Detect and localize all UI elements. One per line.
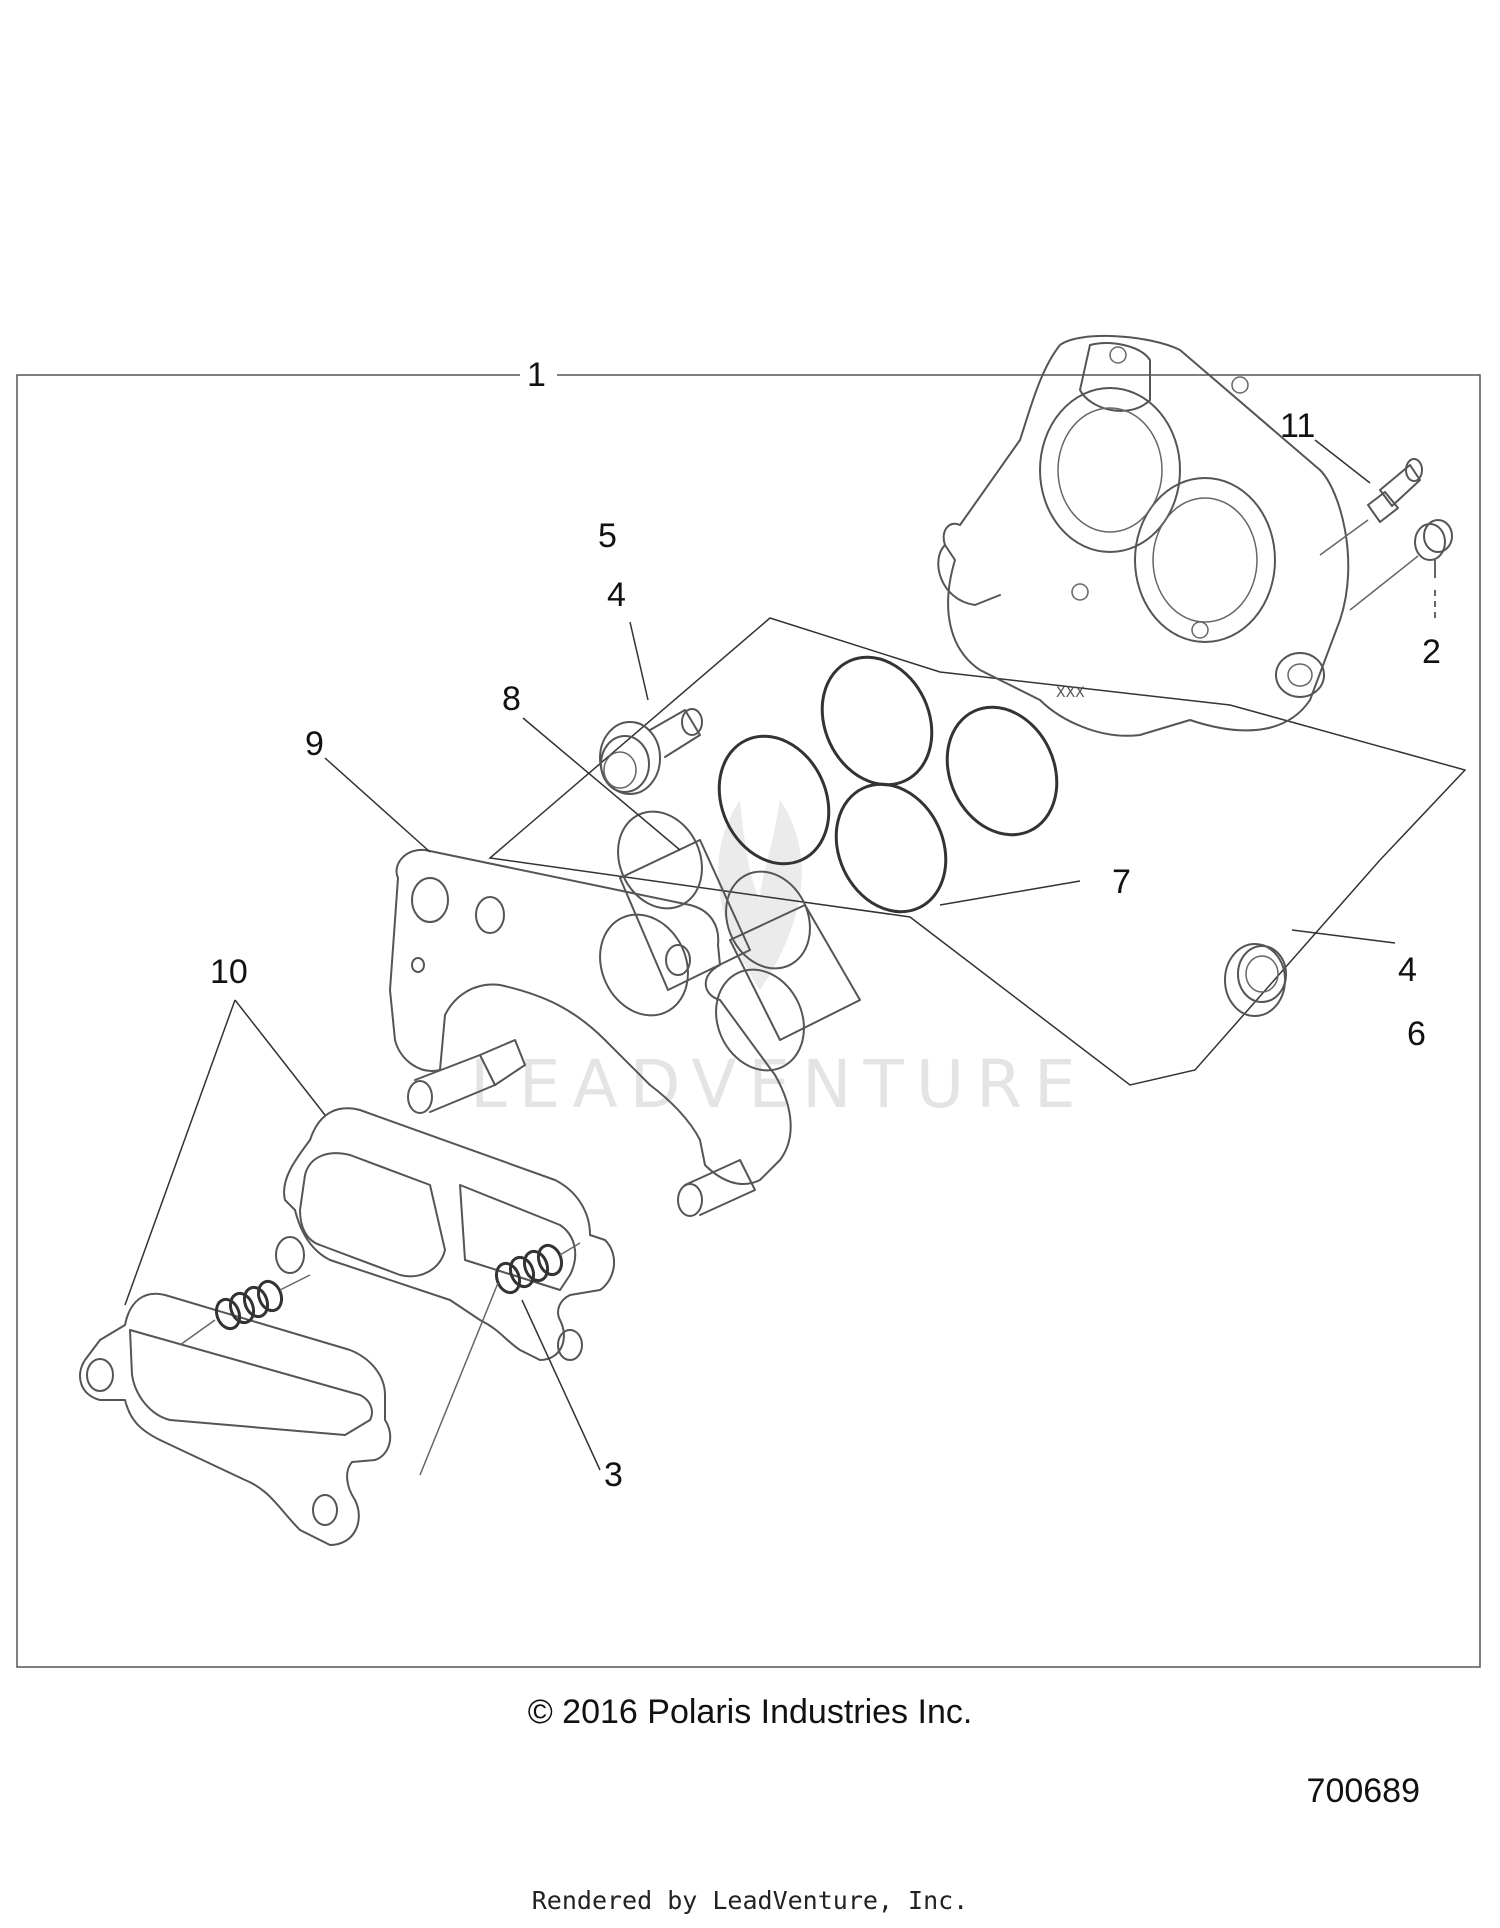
diagram-code: 700689 — [1306, 1772, 1420, 1810]
copyright-text: © 2016 Polaris Industries Inc. — [527, 1693, 973, 1731]
callout-7: 7 — [1112, 863, 1131, 901]
bleeder-screw — [1319, 458, 1423, 556]
callout-leaders — [124, 439, 1436, 1471]
callout-4-lower: 4 — [1398, 951, 1417, 989]
callout-11: 11 — [1280, 407, 1315, 445]
callout-2: 2 — [1422, 633, 1441, 671]
caliper-body: XXX — [937, 334, 1350, 737]
slide-pin-boot-lower — [1224, 943, 1287, 1017]
callout-8: 8 — [502, 680, 521, 718]
guide-pin — [407, 1039, 526, 1114]
assembly-outline — [488, 617, 1467, 1086]
seal-ring — [717, 734, 831, 866]
guide-pin — [677, 1159, 756, 1217]
pad-spring — [179, 1274, 311, 1346]
slide-pin-boot-upper — [599, 708, 703, 795]
callout-1: 1 — [527, 356, 546, 394]
callout-3: 3 — [604, 1456, 623, 1494]
caliper-piston — [715, 870, 861, 1072]
watermark-logo-icon — [718, 800, 802, 990]
seal-ring — [820, 655, 934, 787]
callout-5: 5 — [598, 517, 617, 555]
callout-9: 9 — [305, 725, 324, 763]
bleeder-cap — [1349, 519, 1453, 611]
callout-10: 10 — [210, 953, 248, 991]
callout-4-upper: 4 — [607, 576, 626, 614]
brake-pad-outer — [79, 1292, 392, 1546]
pad-spring — [419, 1242, 581, 1476]
seal-ring — [834, 782, 948, 914]
assembly-frame — [16, 374, 1481, 1668]
caliper-stamp: XXX — [1056, 685, 1085, 701]
footer-rendered-by: Rendered by LeadVenture, Inc. — [531, 1886, 969, 1915]
watermark-text: LEADVENTURE — [470, 1046, 1088, 1123]
seal-ring — [945, 705, 1059, 837]
brake-pad-inner — [275, 1107, 616, 1361]
callout-6: 6 — [1407, 1015, 1426, 1053]
